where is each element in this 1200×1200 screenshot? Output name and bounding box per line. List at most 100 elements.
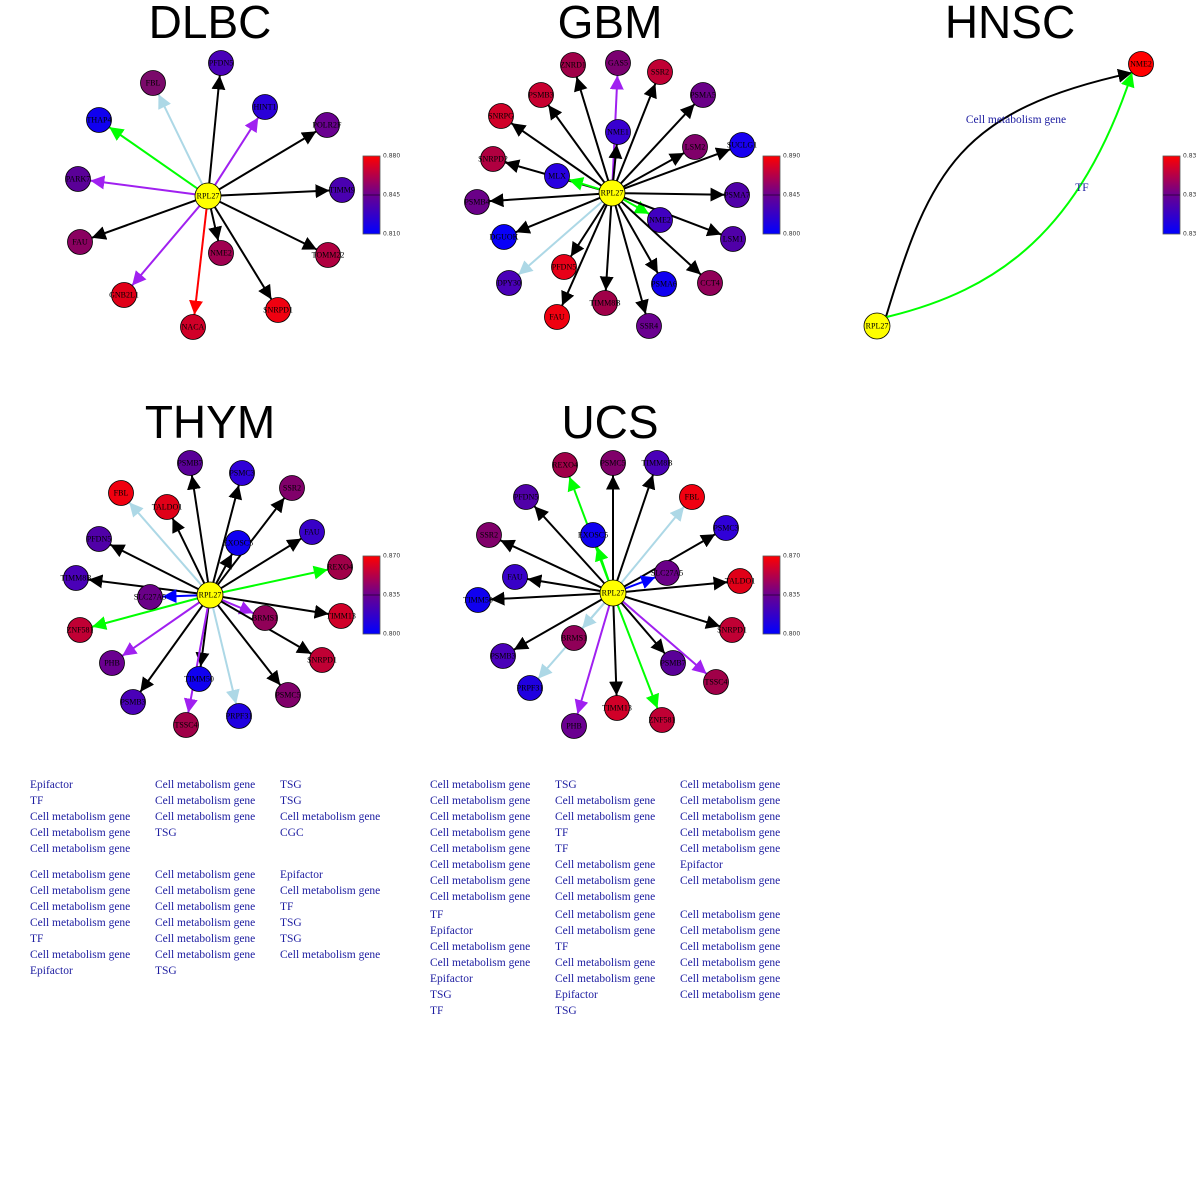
edge-snrpd1 <box>213 206 273 300</box>
edge-label: Cell metabolism gene <box>555 811 655 823</box>
edge-timm13 <box>222 595 329 619</box>
node-center-rpl27: RPL27 <box>863 312 891 340</box>
node-slc27a5: SLC27A5 <box>651 560 683 586</box>
node-nme2: NME2 <box>208 240 234 266</box>
edge-label: Cell metabolism gene <box>555 859 655 871</box>
colorbar-tick-label: 0.800 <box>383 631 400 638</box>
node-timm50: TIMM50 <box>463 587 493 613</box>
node-psmc3: PSMC3 <box>229 460 255 486</box>
edge-suclg1 <box>623 147 731 190</box>
node-taldo1: TALDO1 <box>152 494 182 520</box>
edge-thap4 <box>108 126 199 190</box>
node-mlx: MLX <box>544 163 570 189</box>
colorbar-tick-label: 0.83 <box>1183 231 1197 238</box>
node-ssr2: SSR2 <box>279 475 305 501</box>
edge-ssr2 <box>216 497 286 586</box>
edge-label: Cell metabolism gene <box>30 869 130 881</box>
node-psmc5: PSMC5 <box>275 682 301 708</box>
node-label: TSSC4 <box>174 721 197 730</box>
node-label: SNRPD2 <box>478 155 508 164</box>
edge-label: Cell metabolism gene <box>555 957 655 969</box>
node-snrpd1: SNRPD1 <box>717 617 747 643</box>
node-label: TSSC4 <box>704 678 727 687</box>
edge-znf581 <box>616 604 659 709</box>
edge-psmb7 <box>187 475 210 583</box>
node-label: ZNRD1 <box>560 61 586 70</box>
edges <box>490 474 728 715</box>
node-label: RPL27 <box>602 589 625 598</box>
edge-label: Cell metabolism gene <box>155 811 255 823</box>
node-label: RPL27 <box>197 192 220 201</box>
edge-psmb7 <box>620 601 666 655</box>
edge-pfdn5 <box>569 202 607 258</box>
edge-phb <box>121 601 201 657</box>
node-label: PSMB7 <box>177 459 202 468</box>
edge-label: Cell metabolism gene <box>680 925 780 937</box>
edge-rexo4 <box>222 565 328 594</box>
edge-snrpg <box>510 122 603 187</box>
edge-label: Cell metabolism gene <box>430 891 530 903</box>
edges <box>90 75 330 315</box>
colorbar-tick-label: 0.890 <box>783 153 800 160</box>
edge-label: Cell metabolism gene <box>680 843 780 855</box>
edge-label: TF <box>555 827 568 839</box>
edge-timm13 <box>609 605 624 696</box>
node-snrpg: SNRPG <box>488 103 514 129</box>
node-snrpd1: SNRPD1 <box>307 647 337 673</box>
node-label: FAU <box>549 313 565 322</box>
node-label: PSMA7 <box>724 191 750 200</box>
edge-psmb4 <box>489 192 600 208</box>
edge-label: TF <box>430 1005 443 1017</box>
node-label: SUCLG1 <box>727 141 757 150</box>
node-timm9: TIMM9 <box>329 177 355 203</box>
edge-label: Cell metabolism gene <box>430 843 530 855</box>
edge-fau <box>561 204 608 306</box>
edge-label: Cell metabolism gene <box>430 779 530 791</box>
node-label: PSMB7 <box>660 659 685 668</box>
edges <box>88 475 329 713</box>
edge-pfdn5 <box>109 543 200 591</box>
node-psmb3: PSMB3 <box>490 643 516 669</box>
edge-timm50 <box>195 607 210 667</box>
edge-psmb3 <box>513 598 603 651</box>
node-center-rpl27: RPL27 <box>196 581 224 609</box>
edge-znrd1 <box>574 76 610 182</box>
edge-label: TF <box>30 933 43 945</box>
node-phb: PHB <box>561 713 587 739</box>
node-label: REXO4 <box>552 461 578 470</box>
node-timm8b: TIMM8B <box>641 450 673 476</box>
edge-hint1 <box>213 116 260 187</box>
edge-label: Cell metabolism gene <box>155 901 255 913</box>
node-label: SLC27A5 <box>134 593 166 602</box>
node-pfdn5: PFDN5 <box>513 484 539 510</box>
node-label: NME1 <box>607 128 629 137</box>
node-label: THAP4 <box>87 116 112 125</box>
node-snrpd1: SNRPD1 <box>263 297 293 323</box>
edge-label: Cell metabolism gene <box>30 949 130 961</box>
node-gas5: GAS5 <box>605 50 631 76</box>
colorbar-tick-label: 0.835 <box>383 592 400 599</box>
edge-gnb2l1 <box>131 204 201 287</box>
edge-ssr2 <box>615 83 657 182</box>
node-znrd1: ZNRD1 <box>560 52 586 78</box>
node-label: FAU <box>72 238 88 247</box>
node-fau: FAU <box>67 229 93 255</box>
node-label: SSR2 <box>283 484 301 493</box>
node-label: ZNF581 <box>66 626 93 635</box>
edge-snrpd1 <box>624 595 721 629</box>
edge-label: Epifactor <box>430 973 473 985</box>
node-ssr4: SSR4 <box>636 313 662 339</box>
edge-label: Epifactor <box>30 779 73 791</box>
node-pfdn5: PFDN5 <box>208 50 234 76</box>
edge-ssr4 <box>614 204 649 315</box>
node-label: SSR2 <box>651 68 669 77</box>
edge-label: Cell metabolism gene <box>680 989 780 1001</box>
node-label: RPL27 <box>601 189 624 198</box>
node-label: PSMB4 <box>464 198 489 207</box>
